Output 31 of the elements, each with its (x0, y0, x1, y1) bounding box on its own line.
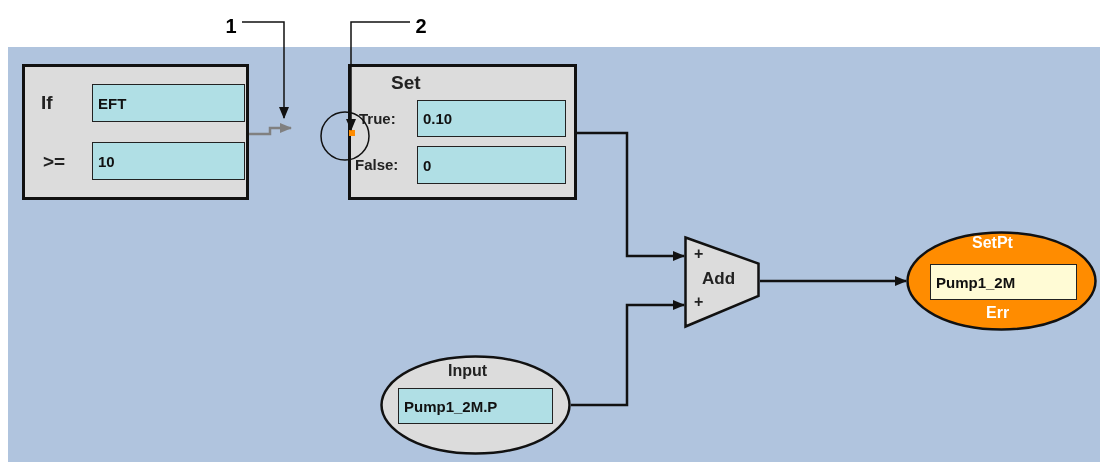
block-title: Set (391, 72, 421, 94)
value-field: Pump1_2M.P (398, 388, 553, 424)
connector-arrow (571, 300, 685, 407)
value-field: Pump1_2M (930, 264, 1077, 300)
connector-arrow (577, 131, 685, 261)
condition-block (22, 64, 249, 200)
block-label: Err (986, 304, 1010, 322)
block-title: SetPt (972, 234, 1013, 252)
input-port (349, 130, 355, 136)
value-field: 0 (417, 146, 566, 184)
callout-number: 2 (410, 12, 432, 40)
connector-arrow (249, 123, 292, 136)
block-label: >= (43, 151, 66, 173)
value-field: 0.10 (417, 100, 566, 137)
set-block (348, 64, 577, 200)
callout-number: 1 (220, 12, 242, 40)
value-field: 10 (92, 142, 245, 180)
block-title: + (694, 245, 704, 263)
output-ellipse (906, 231, 1097, 331)
block-label: True: (359, 110, 396, 127)
block-title: If (41, 92, 53, 114)
block-label: + (694, 293, 704, 311)
block-label: False: (355, 156, 399, 173)
leader-line (241, 21, 289, 119)
connector-arrow (760, 276, 907, 286)
input-ellipse (380, 355, 571, 455)
add-block (684, 236, 760, 328)
leader-line (346, 21, 411, 131)
block-label: Add (702, 269, 736, 289)
value-field: EFT (92, 84, 245, 122)
block-title: Input (448, 362, 488, 380)
